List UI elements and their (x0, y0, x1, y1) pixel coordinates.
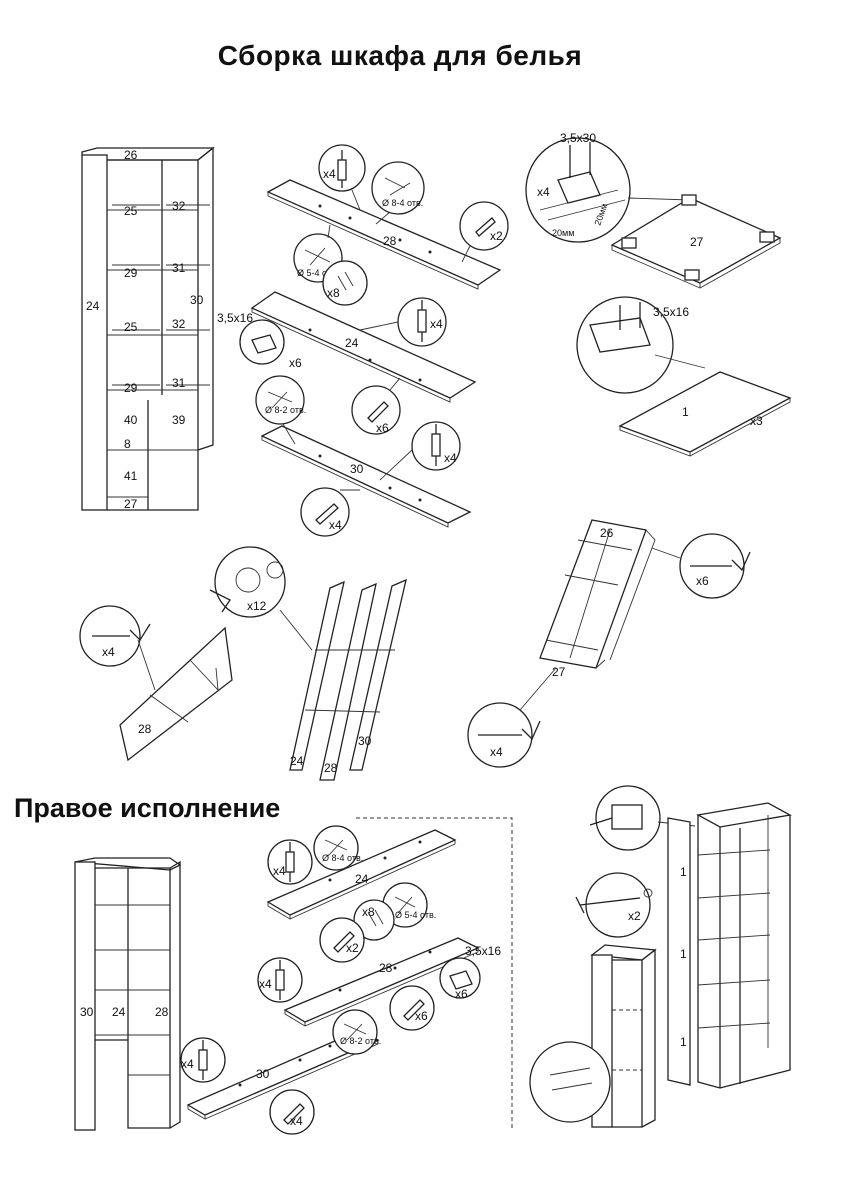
right-board-28-qty-top: x4 (259, 977, 272, 991)
cab-label-29a: 29 (124, 266, 138, 280)
page-title: Сборка шкафа для белья (217, 40, 583, 71)
right-board-24-label: 24 (355, 872, 369, 886)
right-board-30-label: 30 (256, 1067, 270, 1081)
right-board-28-qty-pin: x6 (415, 1009, 428, 1023)
base-label: 27 (690, 235, 704, 249)
right-door-label-1c: 1 (680, 1035, 687, 1049)
right-board-24-qty-pin: x2 (346, 941, 359, 955)
board-24-qty-top: x4 (430, 317, 443, 331)
section-divider (356, 817, 513, 1130)
board-30-qty-pin: x4 (329, 518, 342, 532)
right-board-30-drill: Ø 8-2 отв. (340, 1036, 381, 1046)
base-qty: x4 (537, 185, 550, 199)
cab-label-31a: 31 (172, 261, 186, 275)
assembly-right-label-26: 26 (600, 526, 614, 540)
right-door-label-1b: 1 (680, 947, 687, 961)
cab-label-29b: 29 (124, 381, 138, 395)
right-board-24-qty-dowel: x8 (362, 905, 375, 919)
assembly-middle-label-28: 28 (324, 761, 338, 775)
board-24-screw: 3,5x16 (217, 311, 253, 325)
assembly-right-qty-top: x6 (696, 574, 709, 588)
cab-label-31b: 31 (172, 376, 186, 390)
right-version-heading: Правое исполнение (14, 793, 281, 823)
assembly-middle-label-30: 30 (358, 734, 372, 748)
cab-label-27: 27 (124, 497, 138, 511)
shelves-label: 1 (682, 405, 689, 419)
right-board-30-qty-top: x4 (181, 1057, 194, 1071)
assembly-middle-label-24: 24 (290, 754, 304, 768)
base-dim-a: 20мм (552, 228, 574, 238)
cab-label-8: 8 (124, 437, 131, 451)
cab-label-40: 40 (124, 413, 138, 427)
right-board-24-drill-a: Ø 8-4 отв. (322, 853, 363, 863)
right-board-28-qty-bracket: x6 (455, 987, 468, 1001)
board-28-label: 28 (383, 234, 397, 248)
board-28-drill-a: Ø 8-4 отв. (382, 198, 423, 208)
assembly-middle: x12 24 28 30 (209, 546, 407, 781)
cab-label-26: 26 (124, 148, 138, 162)
right-version-cabinet: 30 24 28 (74, 857, 182, 1131)
cab-label-25a: 25 (124, 204, 138, 218)
assembly-right-label-27: 27 (552, 665, 566, 679)
shelves-screw: 3,5x16 (653, 305, 689, 319)
assembly-left-qty: x4 (102, 645, 115, 659)
board-24-label: 24 (345, 336, 359, 350)
board-30-label: 30 (350, 462, 364, 476)
cab-label-41: 41 (124, 469, 138, 483)
base-screw: 3,5x30 (560, 131, 596, 145)
board-30-step: 30 Ø 8-2 отв. x4 x4 (255, 375, 472, 537)
board-24-qty-bracket: x6 (289, 356, 302, 370)
assembly-left-label: 28 (138, 722, 152, 736)
board-28-qty-dowel: x8 (327, 286, 340, 300)
board-24-step: 24 3,5x16 x6 x4 x6 (217, 291, 477, 435)
cab-label-32b: 32 (172, 317, 186, 331)
cab-label-30: 30 (190, 293, 204, 307)
right-cab-label-28: 28 (155, 1005, 169, 1019)
assembly-right-qty-bottom: x4 (490, 745, 503, 759)
assembly-middle-qty: x12 (247, 599, 267, 613)
right-doors-qty-hinge: x2 (628, 909, 641, 923)
right-doors: x2 1 1 1 (529, 785, 792, 1128)
cab-label-39: 39 (172, 413, 186, 427)
cab-label-24: 24 (86, 299, 100, 313)
board-24-qty-pin: x6 (376, 421, 389, 435)
cab-label-25b: 25 (124, 320, 138, 334)
right-door-label-1a: 1 (680, 865, 687, 879)
assembly-left: x4 28 (79, 605, 233, 762)
right-board-28: 28 3,5x16 x6 x4 x6 (257, 937, 501, 1031)
right-board-30: 30 Ø 8-2 отв. x4 x4 (180, 1009, 381, 1135)
assembly-right: 26 27 x6 x4 (467, 519, 751, 768)
board-28-step: 28 x4 Ø 8-4 отв. Ø 5-4 отв. x8 x2 (266, 144, 509, 306)
board-30-qty-top: x4 (444, 451, 457, 465)
right-board-24: 24 x4 Ø 8-4 отв. Ø 5-4 отв. x8 x2 (266, 825, 457, 963)
board-28-qty-top: x4 (323, 167, 336, 181)
right-board-30-qty-pin: x4 (290, 1114, 303, 1128)
right-board-24-drill-b: Ø 5-4 отв. (395, 910, 436, 920)
cabinet-main-drawing: 26 25 32 24 29 31 30 25 32 29 31 40 39 8… (81, 146, 215, 511)
board-28-drill-b: Ø 5-4 отв. (297, 268, 338, 278)
right-cab-label-30: 30 (80, 1005, 94, 1019)
right-cab-label-24: 24 (112, 1005, 126, 1019)
right-board-28-label: 28 (379, 961, 393, 975)
shelves-qty: x3 (750, 414, 763, 428)
base-step: 3,5x30 x4 20мм 20мм 27 (525, 131, 782, 289)
board-28-qty-pin: x2 (490, 229, 503, 243)
cab-label-32a: 32 (172, 199, 186, 213)
right-board-24-qty-top: x4 (273, 864, 286, 878)
right-board-28-screw: 3,5x16 (465, 944, 501, 958)
board-30-drill: Ø 8-2 отв. (265, 405, 306, 415)
shelves-step: 3,5x16 1 x3 (576, 296, 792, 457)
